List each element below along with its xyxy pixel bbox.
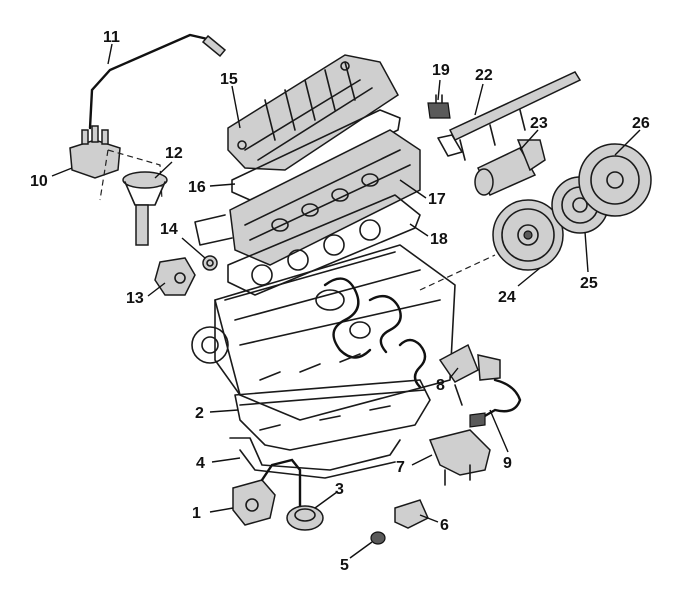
leader-lines bbox=[51, 43, 641, 559]
oil-pan bbox=[234, 379, 431, 451]
callout-7: 7 bbox=[396, 459, 405, 476]
bracket-8 bbox=[438, 343, 479, 406]
callout-14: 14 bbox=[160, 221, 178, 238]
thermostat bbox=[202, 255, 218, 271]
drain-plug bbox=[370, 531, 386, 545]
callout-17: 17 bbox=[428, 191, 446, 208]
callout-1: 1 bbox=[192, 505, 201, 522]
callout-9: 9 bbox=[503, 455, 512, 472]
crankshaft-axis-line bbox=[419, 254, 496, 291]
oil-pressure-switch bbox=[394, 499, 429, 529]
valve-cover bbox=[227, 54, 399, 171]
callout-4: 4 bbox=[196, 455, 205, 472]
callout-23: 23 bbox=[530, 115, 548, 132]
callout-26: 26 bbox=[632, 115, 650, 132]
oil-pump bbox=[232, 479, 276, 526]
valve-cover-gasket bbox=[231, 109, 401, 201]
callout-18: 18 bbox=[430, 231, 448, 248]
callout-12: 12 bbox=[165, 145, 183, 162]
callout-2: 2 bbox=[195, 405, 204, 422]
callout-10: 10 bbox=[30, 173, 48, 190]
fuel-rail bbox=[437, 71, 582, 161]
callout-6: 6 bbox=[440, 517, 449, 534]
sensor bbox=[427, 94, 451, 119]
pressure-plate bbox=[578, 143, 652, 217]
callout-15: 15 bbox=[220, 71, 238, 88]
spark-plug-wire bbox=[88, 33, 227, 130]
starter-motor bbox=[474, 139, 546, 196]
flywheel bbox=[492, 199, 564, 271]
callout-8: 8 bbox=[436, 377, 445, 394]
oil-pickup-tube bbox=[260, 458, 302, 512]
callout-19: 19 bbox=[432, 62, 450, 79]
sensor-harness bbox=[469, 354, 522, 428]
oil-pan-gasket bbox=[229, 437, 401, 479]
callout-13: 13 bbox=[126, 290, 144, 307]
cylinder-head bbox=[194, 129, 421, 266]
distributor-dashed-guide bbox=[99, 149, 163, 201]
callout-22: 22 bbox=[475, 67, 493, 84]
callout-24: 24 bbox=[498, 289, 516, 306]
callout-16: 16 bbox=[188, 179, 206, 196]
callout-3: 3 bbox=[335, 481, 344, 498]
distributor-body bbox=[122, 171, 168, 246]
engine-mount-bracket bbox=[428, 429, 491, 486]
callout-labels: 1 2 3 4 5 6 7 8 9 10 11 12 13 14 15 16 1… bbox=[30, 29, 650, 574]
callout-11: 11 bbox=[103, 29, 120, 46]
engine-block bbox=[191, 244, 456, 421]
callout-5: 5 bbox=[340, 557, 349, 574]
fuel-pump bbox=[154, 257, 196, 296]
distributor-cap bbox=[69, 125, 121, 179]
oil-strainer bbox=[286, 505, 324, 531]
callout-25: 25 bbox=[580, 275, 598, 292]
